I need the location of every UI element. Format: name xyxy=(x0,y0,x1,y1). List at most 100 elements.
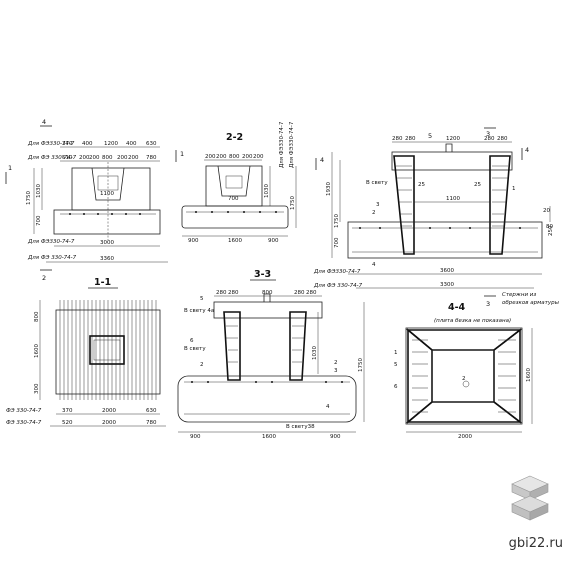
dim-s22-top-2: 800 xyxy=(229,154,240,160)
dim-s11-r2-2: 780 xyxy=(146,420,157,426)
marker-5-s33: 5 xyxy=(200,296,204,302)
marker-3-s33-r: 3 xyxy=(334,368,338,374)
dim-s22-top-4: 200 xyxy=(253,154,264,160)
dim-right-25b: 25 xyxy=(474,182,481,188)
dim-s11-r2-0: 520 xyxy=(62,420,73,426)
dim-top2-1: 200 xyxy=(79,155,90,161)
dim-s22-bot-0: 900 xyxy=(188,238,199,244)
dim-right-top-3: 280 xyxy=(484,136,495,142)
dim-s33-top-3: 280 xyxy=(294,290,305,296)
section-3-3: 3-3 5 280 280 800 280 280 В свету 4а В с… xyxy=(177,269,365,440)
dim-1100: 1100 xyxy=(100,191,114,197)
cut-label-1b: 1 xyxy=(8,164,12,172)
dim-top2-6: 780 xyxy=(146,155,157,161)
dim-right-20: 20 xyxy=(543,208,550,214)
label-v-svetu-right: В свету xyxy=(366,180,388,186)
dim-top1-0: 370 xyxy=(62,141,73,147)
section-2-2-title: 2-2 xyxy=(226,132,243,143)
marker-4-right: 4 xyxy=(525,146,529,154)
dim-s22-1750: 1750 xyxy=(290,196,296,210)
label-fz-right-1: Для ФЭ330-74-7 xyxy=(313,269,361,275)
marker-3-top: 3 xyxy=(486,130,490,138)
label-s22-a: Для ФЭ330-74-7 xyxy=(279,121,285,168)
dim-s11-r1-2: 630 xyxy=(146,408,157,414)
section-4-4-hatching xyxy=(412,339,516,413)
label-for-fz-1: Для ФЭ330-74-7 xyxy=(27,141,75,147)
marker-6-s44: 6 xyxy=(394,384,398,390)
marker-2-right: 2 xyxy=(372,210,376,216)
marker-6-s33: 6 xyxy=(190,338,194,344)
dim-top2-3: 800 xyxy=(102,155,113,161)
dim-s11-1600: 1600 xyxy=(34,344,40,358)
label-for-fz-4: Для ФЭ 330-74-7 xyxy=(27,255,77,261)
dim-1030: 1030 xyxy=(36,184,42,198)
dim-top1-4: 630 xyxy=(146,141,157,147)
marker-1-right: 1 xyxy=(512,186,516,192)
dim-s22-top-3: 200 xyxy=(242,154,253,160)
marker-2-s33-r: 2 xyxy=(334,360,338,366)
cut-label-2: 2 xyxy=(42,274,46,282)
label-sterzhni-2: обрезков арматуры xyxy=(502,300,560,306)
marker-5-top: 5 xyxy=(428,132,432,140)
marker-4-s33: 4 xyxy=(326,404,330,410)
dim-s11-800: 800 xyxy=(34,311,40,322)
dim-s11-r2-1: 2000 xyxy=(102,420,116,426)
marker-2-s44: 2 xyxy=(462,376,466,382)
dim-s33-top-4: 280 xyxy=(306,290,317,296)
dim-right-1100: 1100 xyxy=(446,196,460,202)
brand-watermark: gbi22.ru xyxy=(508,536,563,551)
marker-4-bottom: 4 xyxy=(372,262,376,268)
dim-right-80: 80 xyxy=(546,224,553,230)
label-sterzhni: Стержни из xyxy=(502,292,536,298)
label-v-svetu-38: В свету38 xyxy=(286,424,315,430)
dim-right-top-0: 280 xyxy=(392,136,403,142)
dim-s33-bot-0: 900 xyxy=(190,434,201,440)
dim-top2-4: 200 xyxy=(117,155,128,161)
label-for-fz-3: Для ФЭ330-74-7 xyxy=(27,239,75,245)
cut-label-1: 1 xyxy=(180,150,184,158)
dim-right-top-1: 280 xyxy=(405,136,416,142)
dim-s33-top-0: 280 xyxy=(216,290,227,296)
dim-s11-300: 300 xyxy=(34,383,40,394)
gbi-logo-icon xyxy=(511,475,549,521)
dim-s33-top-1: 280 xyxy=(228,290,239,296)
dim-s33-top-2: 800 xyxy=(262,290,273,296)
label-fz-right-2: Для ФЭ 330-74-7 xyxy=(313,283,363,289)
dim-700: 700 xyxy=(36,215,42,226)
dim-s44-2000: 2000 xyxy=(458,434,472,440)
section-3-3-title: 3-3 xyxy=(254,269,271,280)
label-s22-b: Для ФЭ330-74-7 xyxy=(289,121,295,168)
dim-s22-1030: 1030 xyxy=(264,184,270,198)
dim-top2-0: 510 xyxy=(62,155,73,161)
section-1-1-title: 1-1 xyxy=(94,277,111,288)
elevation-view: 4 1 1 Для ФЭ330-74-7 Для ФЭ 330-74-7 370… xyxy=(5,118,184,282)
dim-s11-r1-1: 2000 xyxy=(102,408,116,414)
dim-s22-top-0: 200 xyxy=(205,154,216,160)
marker-5-s44: 5 xyxy=(394,362,398,368)
section-2-2: 2-2 Для ФЭ330-74-7 Для ФЭ330-74-7 200 20… xyxy=(181,121,297,244)
label-v-svetu-s33: В свету xyxy=(184,346,206,352)
dim-s33-bot-1: 1600 xyxy=(262,434,276,440)
dim-right-top-2: 1200 xyxy=(446,136,460,142)
label-for-fz-2: Для ФЭ 330-74-7 xyxy=(27,155,77,161)
label-fz-s11-1: ФЭ 330-74-7 xyxy=(6,408,42,414)
section-4-4: 4-4 (плита безка не показана) 1 5 6 2 16… xyxy=(394,302,533,440)
dim-right-25a: 25 xyxy=(418,182,425,188)
section-1-1-hatching xyxy=(59,300,157,400)
section-1-1: 1-1 800 1600 300 ФЭ 330-74-7 ФЭ 330-74-7 xyxy=(6,277,166,427)
dim-top2-2: 200 xyxy=(89,155,100,161)
marker-2-s33: 2 xyxy=(200,362,204,368)
dim-s22-bot-1: 1600 xyxy=(228,238,242,244)
dim-3360: 3360 xyxy=(100,256,114,262)
marker-3-right: 3 xyxy=(376,202,380,208)
dim-right-250: 250 xyxy=(548,225,554,236)
label-v-svetu-4a: В свету 4а xyxy=(184,308,214,314)
label-fz-s11-2: ФЭ 330-74-7 xyxy=(6,420,42,426)
dim-top1-1: 400 xyxy=(82,141,93,147)
dim-right-1930: 1930 xyxy=(326,182,332,196)
dim-1750: 1750 xyxy=(26,191,32,205)
dim-s11-r1-0: 370 xyxy=(62,408,73,414)
dim-s44-1600: 1600 xyxy=(526,368,532,382)
dim-right-1750: 1750 xyxy=(334,214,340,228)
